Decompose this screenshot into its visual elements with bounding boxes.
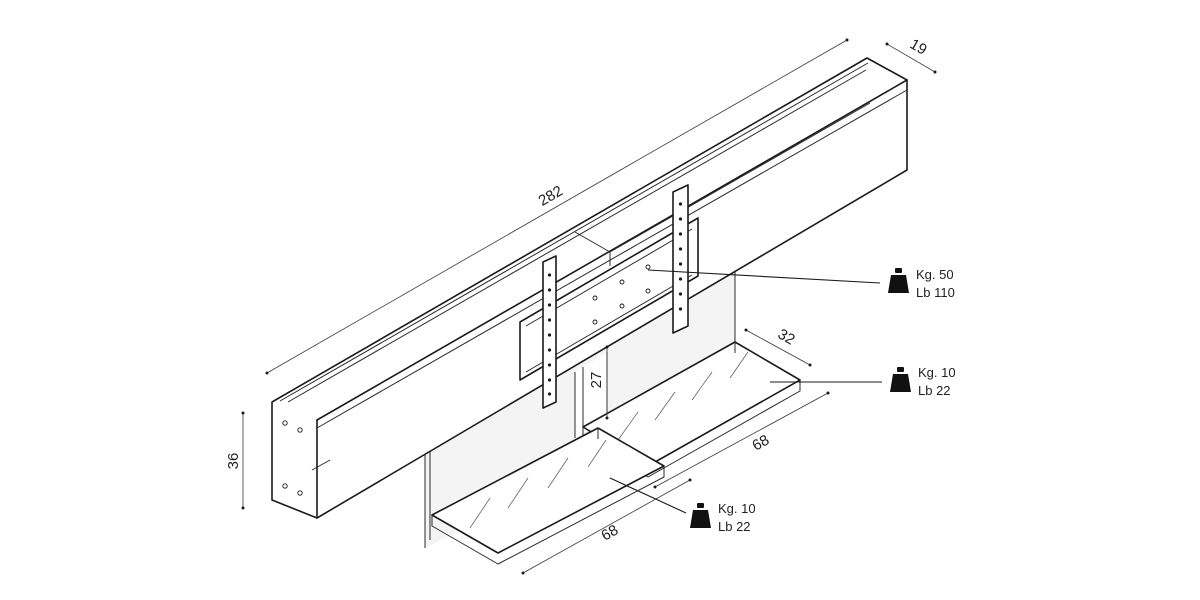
weight-icon — [888, 268, 909, 293]
load-tv-mount-kg: Kg. 50 — [916, 267, 954, 282]
dimension-shelf-width-right-label: 68 — [749, 432, 772, 455]
dimension-shelf-width-left: 68 — [521, 478, 692, 575]
dimension-shelf-width-left-label: 68 — [598, 522, 621, 545]
weight-icon — [890, 367, 911, 392]
load-shelf-right-kg: Kg. 10 — [918, 365, 956, 380]
load-shelf-left-lb: Lb 22 — [718, 519, 751, 534]
leader-shelf-left — [609, 477, 687, 514]
dimension-shelf-depth: 32 — [744, 326, 812, 367]
load-shelf-left-kg: Kg. 10 — [718, 501, 756, 516]
glass-shelf-left — [431, 427, 665, 565]
dimension-shelf-width-right: 68 — [653, 391, 830, 489]
dimension-panel-height: 27 — [588, 345, 609, 420]
load-shelf-right-lb: Lb 22 — [918, 383, 951, 398]
dimension-panel-height-label: 27 — [588, 372, 605, 389]
load-tv-mount: Kg. 50 Lb 110 — [888, 267, 955, 300]
load-shelf-left: Kg. 10 Lb 22 — [690, 501, 756, 534]
weight-icon — [690, 503, 711, 528]
dimension-depth-label: 19 — [907, 36, 930, 59]
dimension-height-label: 36 — [225, 453, 242, 470]
dimension-shelf-depth-label: 32 — [775, 326, 798, 349]
load-tv-mount-lb: Lb 110 — [916, 285, 955, 300]
leader-tv-mount — [647, 269, 881, 284]
dimension-depth: 19 — [885, 36, 937, 74]
dimension-length-label: 282 — [536, 182, 566, 209]
dimension-height: 36 — [225, 411, 245, 510]
tv-mount-bracket — [519, 184, 699, 409]
load-shelf-right: Kg. 10 Lb 22 — [890, 365, 956, 398]
